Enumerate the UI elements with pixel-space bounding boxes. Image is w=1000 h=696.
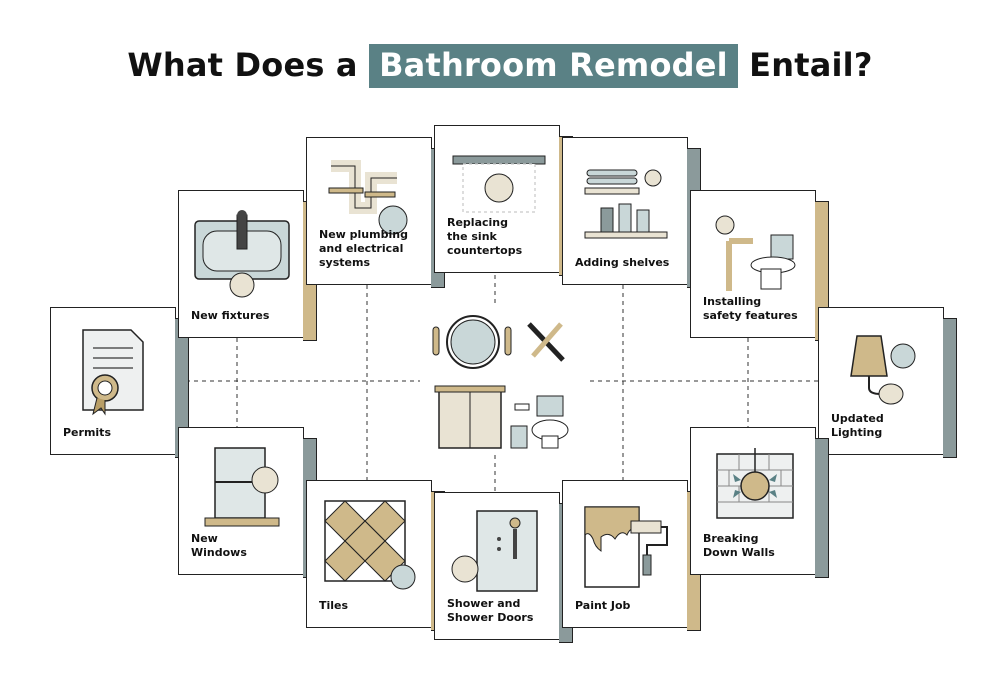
- card-walls: Breaking Down Walls: [690, 427, 829, 578]
- card-plumbing: New plumbing and electrical systems: [306, 137, 445, 288]
- permit-document-icon: [82, 329, 144, 416]
- paint-roller-icon: [584, 506, 668, 588]
- card-permits: Permits: [50, 307, 189, 458]
- shower-icon: [451, 510, 538, 592]
- page-title: What Does a Bathroom Remodel Entail?: [0, 44, 1000, 88]
- pipes-icon: [328, 160, 408, 235]
- card-label: New fixtures: [191, 309, 270, 322]
- shelves-icon: [584, 169, 668, 239]
- sink-faucet-icon: [194, 210, 290, 298]
- card-label: Paint Job: [575, 599, 631, 612]
- card-tiles: Tiles: [306, 480, 445, 631]
- card-paint: Paint Job: [562, 480, 701, 631]
- card-fixtures: New fixtures: [178, 190, 317, 341]
- title-post: Entail?: [749, 46, 873, 84]
- bathroom-center-illustration: [432, 315, 569, 449]
- countertop-icon: [452, 155, 546, 213]
- grab-bar-toilet-icon: [715, 215, 796, 291]
- card-countertops: Replacing the sink countertops: [434, 125, 573, 276]
- card-label: Shower and Shower Doors: [447, 597, 534, 624]
- card-windows: New Windows: [178, 427, 317, 578]
- card-label: Replacing the sink countertops: [447, 216, 523, 257]
- card-label: Adding shelves: [575, 256, 670, 269]
- card-safety: Installing safety features: [690, 190, 829, 341]
- card-shelves: Adding shelves: [562, 137, 701, 288]
- card-label: Breaking Down Walls: [703, 532, 775, 559]
- card-label: Permits: [63, 426, 111, 439]
- card-side: [943, 318, 957, 458]
- card-label: New Windows: [191, 532, 247, 559]
- card-side: [815, 438, 829, 578]
- title-pre: What Does a: [127, 46, 358, 84]
- title-highlight: Bathroom Remodel: [369, 44, 738, 88]
- card-shower: Shower and Shower Doors: [434, 492, 573, 643]
- tiles-icon: [324, 500, 416, 590]
- card-label: New plumbing and electrical systems: [319, 228, 408, 269]
- card-label: Installing safety features: [703, 295, 798, 322]
- card-label: Tiles: [319, 599, 349, 612]
- card-lighting: Updated Lighting: [818, 307, 957, 458]
- card-label: Updated Lighting: [831, 412, 884, 439]
- window-icon: [204, 447, 280, 527]
- wall-lamp-icon: [850, 335, 916, 405]
- wall-demolition-icon: [716, 448, 794, 519]
